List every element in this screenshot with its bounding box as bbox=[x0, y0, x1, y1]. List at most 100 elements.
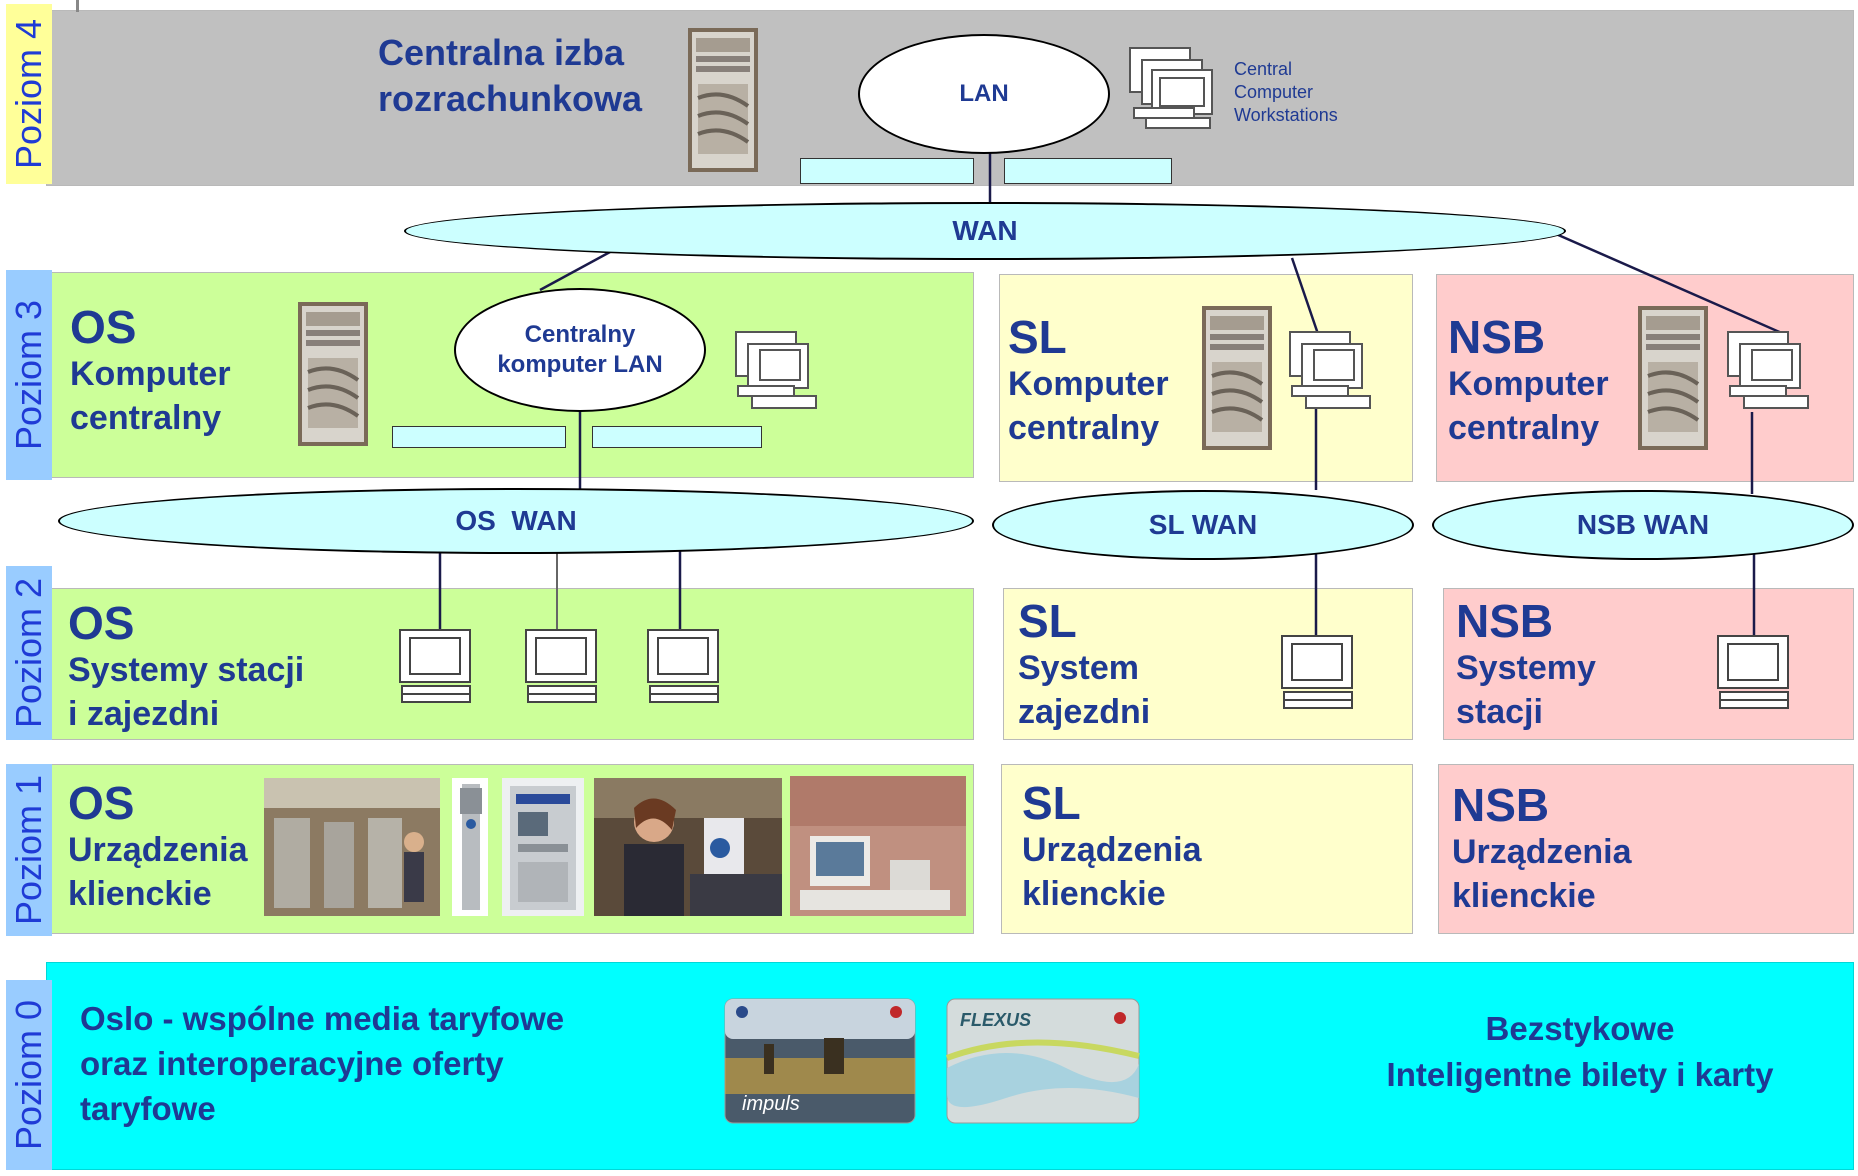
l0-left-text: Oslo - wspólne media taryfowe oraz inter… bbox=[80, 996, 564, 1131]
l2-os-station-pc-1-icon bbox=[398, 628, 474, 704]
wan-label: WAN bbox=[952, 215, 1018, 246]
l2-sl-code: SL bbox=[1018, 595, 1077, 647]
l2-os-station-pc-2-icon bbox=[524, 628, 600, 704]
l0-right-line1: Bezstykowe bbox=[1485, 1010, 1675, 1047]
central-clearing-title: Centralna izba rozrachunkowa bbox=[378, 30, 642, 122]
central-workstations-icon bbox=[1128, 46, 1218, 136]
l1-nsb-text: NSB Urządzenia klienckie bbox=[1452, 780, 1632, 918]
l3-os-lan-ellipse: Centralny komputer LAN bbox=[454, 288, 706, 412]
central-clearing-line1: Centralna izba bbox=[378, 32, 625, 73]
l3-nsb-text: NSB Komputer centralny bbox=[1448, 312, 1609, 450]
l1-nsb-line2: klienckie bbox=[1452, 877, 1596, 915]
clearing-server-icon bbox=[688, 28, 758, 172]
workstations-line3: Workstations bbox=[1234, 105, 1338, 125]
l2-os-code: OS bbox=[68, 597, 135, 649]
l2-os-text: OS Systemy stacji i zajezdni bbox=[68, 598, 304, 736]
l3-os-lan-line1: Centralny bbox=[524, 321, 636, 348]
flexus-card: FLEXUS bbox=[946, 998, 1140, 1124]
l3-sl-workstation-icon bbox=[1288, 330, 1378, 420]
nsb-wan-label: NSB WAN bbox=[1576, 509, 1710, 540]
l1-os-line2: klienckie bbox=[68, 875, 212, 913]
l1-os-code: OS bbox=[68, 777, 135, 829]
nsb-wan-ellipse: NSB WAN bbox=[1432, 490, 1854, 560]
l3-os-workstation-icon bbox=[734, 330, 824, 414]
impuls-card-text: impuls bbox=[742, 1093, 800, 1115]
l0-left-line2: oraz interoperacyjne oferty bbox=[80, 1045, 504, 1082]
l2-os-station-pc-3-icon bbox=[646, 628, 722, 704]
l3-nsb-code: NSB bbox=[1448, 311, 1546, 363]
lan-segment-right bbox=[1004, 158, 1172, 184]
l3-sl-server-icon bbox=[1202, 306, 1272, 450]
l2-os-line2: i zajezdni bbox=[68, 695, 220, 733]
l0-left-line1: Oslo - wspólne media taryfowe bbox=[80, 1000, 565, 1037]
l3-os-code: OS bbox=[70, 301, 137, 353]
ticket-machine-photo bbox=[502, 778, 584, 916]
l3-os-lan-segment-left bbox=[392, 426, 566, 448]
level1-nsb-band bbox=[1438, 764, 1854, 934]
central-workstations-caption: Central Computer Workstations bbox=[1234, 58, 1338, 127]
l1-os-line1: Urządzenia bbox=[68, 831, 248, 869]
level1-sl-band bbox=[1001, 764, 1413, 934]
level2-tab: Poziom 2 bbox=[6, 566, 52, 740]
l0-left-line3: taryfowe bbox=[80, 1090, 216, 1127]
l0-right-text: Bezstykowe Inteligentne bilety i karty bbox=[1340, 1006, 1820, 1098]
l3-nsb-workstation-icon bbox=[1726, 330, 1816, 420]
l2-sl-depot-pc-icon bbox=[1280, 634, 1356, 710]
central-clearing-line2: rozrachunkowa bbox=[378, 78, 643, 119]
level1-tab: Poziom 1 bbox=[6, 764, 52, 936]
lan-ellipse: LAN bbox=[858, 34, 1110, 154]
lan-label: LAN bbox=[959, 80, 1009, 107]
l3-nsb-line1: Komputer bbox=[1448, 365, 1609, 403]
lan-segment-left bbox=[800, 158, 974, 184]
l2-sl-line2: zajezdni bbox=[1018, 693, 1151, 731]
l3-os-line2: centralny bbox=[70, 399, 222, 437]
l3-os-line1: Komputer bbox=[70, 355, 231, 393]
workstations-line2: Computer bbox=[1234, 82, 1314, 102]
l2-sl-text: SL System zajezdni bbox=[1018, 596, 1150, 734]
l2-os-line1: Systemy stacji bbox=[68, 651, 305, 689]
l2-nsb-code: NSB bbox=[1456, 595, 1554, 647]
station-terminal-photo bbox=[790, 776, 966, 916]
l2-sl-line1: System bbox=[1018, 649, 1139, 687]
workstations-line1: Central bbox=[1234, 59, 1293, 79]
ticket-gates-photo bbox=[264, 778, 440, 916]
l2-nsb-line1: Systemy bbox=[1456, 649, 1596, 687]
l2-nsb-line2: stacji bbox=[1456, 693, 1543, 731]
l2-nsb-text: NSB Systemy stacji bbox=[1456, 596, 1596, 734]
l1-sl-code: SL bbox=[1022, 777, 1081, 829]
l2-nsb-station-pc-icon bbox=[1716, 634, 1792, 710]
l3-os-server-icon bbox=[298, 302, 368, 446]
corner-rule bbox=[76, 0, 79, 12]
l3-sl-code: SL bbox=[1008, 311, 1067, 363]
impuls-card: impuls bbox=[724, 998, 916, 1124]
wan-ellipse: WAN bbox=[404, 202, 1566, 260]
l3-os-text: OS Komputer centralny bbox=[70, 302, 231, 440]
os-wan-label: OS WAN bbox=[455, 505, 577, 536]
l1-nsb-code: NSB bbox=[1452, 779, 1550, 831]
l3-nsb-line2: centralny bbox=[1448, 409, 1600, 447]
l1-nsb-line1: Urządzenia bbox=[1452, 833, 1632, 871]
l1-sl-line2: klienckie bbox=[1022, 875, 1166, 913]
l3-nsb-server-icon bbox=[1638, 306, 1708, 450]
l0-right-line2: Inteligentne bilety i karty bbox=[1386, 1056, 1774, 1093]
level2-os-band bbox=[46, 588, 974, 740]
flexus-card-text: FLEXUS bbox=[960, 1010, 1031, 1030]
l3-os-lan-label: Centralny komputer LAN bbox=[497, 320, 662, 380]
level4-tab: Poziom 4 bbox=[6, 4, 52, 184]
l3-os-lan-line2: komputer LAN bbox=[497, 351, 663, 378]
validator-use-photo bbox=[594, 778, 782, 916]
validator-post-photo bbox=[452, 778, 488, 916]
os-wan-ellipse: OS WAN bbox=[58, 488, 974, 554]
l3-os-lan-segment-right bbox=[592, 426, 762, 448]
level0-tab: Poziom 0 bbox=[6, 980, 52, 1170]
l1-sl-text: SL Urządzenia klienckie bbox=[1022, 778, 1202, 916]
sl-wan-label: SL WAN bbox=[1148, 509, 1258, 540]
l3-sl-line1: Komputer bbox=[1008, 365, 1169, 403]
l1-sl-line1: Urządzenia bbox=[1022, 831, 1202, 869]
l3-sl-line2: centralny bbox=[1008, 409, 1160, 447]
sl-wan-ellipse: SL WAN bbox=[992, 490, 1414, 560]
level3-tab: Poziom 3 bbox=[6, 270, 52, 480]
l3-sl-text: SL Komputer centralny bbox=[1008, 312, 1169, 450]
l1-os-text: OS Urządzenia klienckie bbox=[68, 778, 248, 916]
